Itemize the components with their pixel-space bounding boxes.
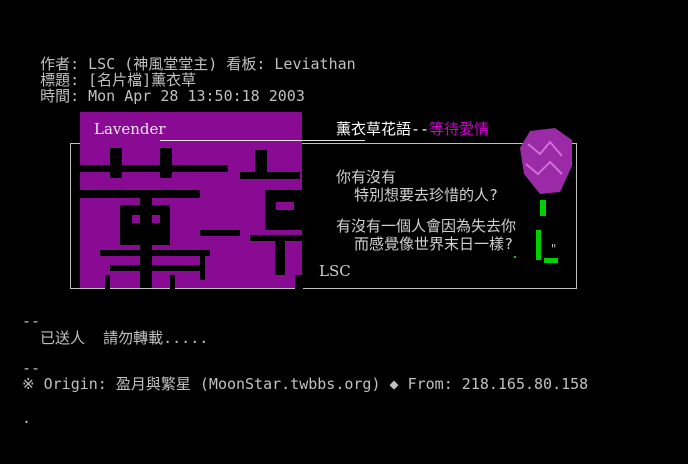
title-rule <box>160 140 365 141</box>
author-value: LSC (神風堂堂主) 看板: Leviathan <box>88 55 356 73</box>
poem-line-2: 特別想要去珍惜的人? <box>336 186 499 204</box>
title-line: 標題: [名片檔]薰衣草 <box>22 56 196 88</box>
origin-line: ※ Origin: 盈月與繁星 (MoonStar.twbbs.org) ◆ F… <box>22 375 589 393</box>
time-value: Mon Apr 28 13:50:18 2003 <box>88 87 305 105</box>
trailing-dot: . <box>22 409 32 427</box>
poem-line-4: 而感覺像世界末日一樣? <box>336 235 514 253</box>
glyph-bar <box>276 202 294 210</box>
flower-language-title: 薰衣草花語--等待愛情 <box>336 118 489 139</box>
quote-mark: " <box>550 242 558 256</box>
glyph-bar <box>110 265 200 271</box>
ansi-art-card: Lavender 薰衣草花語--等待愛情 你有沒有 特別想要去珍惜的人? 有沒有… <box>70 110 580 297</box>
lavender-flower-icon <box>514 128 572 263</box>
time-label: 時間: <box>40 87 89 105</box>
glyph-bar <box>310 160 322 260</box>
author-label: 作者: <box>40 55 89 73</box>
glyph-bar <box>250 235 320 241</box>
signature: LSC <box>319 262 351 280</box>
title-highlight: 等待愛情 <box>429 120 490 138</box>
glyph-bar <box>160 148 172 178</box>
author-line: 作者: LSC (神風堂堂主) 看板: Leviathan <box>22 40 356 72</box>
glyph-bar <box>100 250 210 256</box>
glyph-bar <box>80 190 200 198</box>
poem-line-1: 你有沒有 <box>336 168 397 186</box>
box-title: Lavender <box>94 120 166 138</box>
glyph-bar <box>240 172 300 179</box>
glyph-bar <box>200 250 205 280</box>
separator-2: -- <box>22 359 41 377</box>
glyph-bar <box>295 275 303 297</box>
footer-note: 已送人 請勿轉載..... <box>22 329 209 347</box>
glyph-bar <box>78 165 228 172</box>
glyph-bar <box>110 148 122 178</box>
time-line: 時間: Mon Apr 28 13:50:18 2003 <box>22 72 305 104</box>
glyph-bar <box>255 150 267 175</box>
glyph-bar <box>105 275 110 297</box>
glyph-bar <box>200 230 240 236</box>
card-frame <box>70 143 577 289</box>
glyph-bar <box>140 198 152 288</box>
title-label: 標題: <box>40 71 89 89</box>
glyph-bar <box>170 275 175 297</box>
glyph-bar <box>275 235 285 275</box>
blocky-glyph-art <box>70 110 580 297</box>
separator-1: -- <box>22 312 41 330</box>
title-main: 薰衣草花語-- <box>336 120 430 138</box>
glyph-bar <box>265 190 305 230</box>
poem-line-3: 有沒有一個人會因為失去你 <box>336 217 517 235</box>
title-value: [名片檔]薰衣草 <box>88 71 197 89</box>
